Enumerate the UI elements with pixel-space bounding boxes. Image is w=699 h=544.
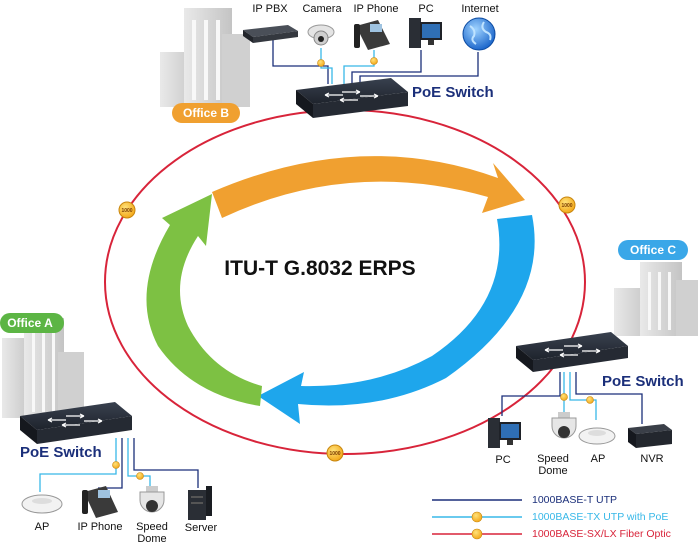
fiber-badge xyxy=(471,528,483,540)
svg-text:1000BASE-T UTP: 1000BASE-T UTP xyxy=(532,494,617,506)
poe-badge xyxy=(317,59,325,67)
nvr-icon xyxy=(628,424,672,448)
device-label: PC xyxy=(418,3,433,15)
office-c-badge: Office C xyxy=(618,240,688,260)
svg-text:1000: 1000 xyxy=(121,208,132,214)
erps-arrow-blue xyxy=(258,215,535,424)
legend-item-poe: 1000BASE-TX UTP with PoE xyxy=(432,511,668,523)
svg-text:1000BASE-TX UTP with PoE: 1000BASE-TX UTP with PoE xyxy=(532,511,668,523)
office-c-label: Office C xyxy=(630,243,676,257)
device-label: Camera xyxy=(302,3,342,15)
erps-arrow-orange xyxy=(212,156,525,218)
switch-label: PoE Switch xyxy=(412,84,494,101)
device-label: IP PBX xyxy=(252,3,288,15)
pc-icon xyxy=(409,18,442,48)
ip-pbx-icon xyxy=(243,25,298,43)
pc-icon xyxy=(488,418,521,448)
office-c-building-icon xyxy=(614,262,698,336)
office-c-cables xyxy=(501,372,643,424)
device-label: NVR xyxy=(640,453,663,465)
dome-camera-icon xyxy=(307,24,335,46)
speed-dome-icon xyxy=(551,412,577,439)
device-label: AP xyxy=(591,453,606,465)
office-a-label: Office A xyxy=(7,316,53,330)
svg-text:1000: 1000 xyxy=(329,451,340,457)
speed-dome-icon xyxy=(139,486,165,513)
office-b-label: Office B xyxy=(183,106,229,120)
fiber-badge: 1000 xyxy=(326,444,344,462)
device-label: PC xyxy=(495,454,510,466)
device-label: Server xyxy=(185,522,218,534)
access-point-icon xyxy=(21,494,63,514)
poe-badge xyxy=(471,511,483,523)
access-point-icon xyxy=(578,427,616,445)
legend: 1000BASE-T UTP 1000BASE-TX UTP with PoE … xyxy=(432,494,671,540)
poe-badge xyxy=(136,472,144,480)
device-label: IP Phone xyxy=(353,3,398,15)
office-a-building-icon xyxy=(2,318,84,418)
office-b-badge: Office B xyxy=(172,103,240,123)
poe-badge xyxy=(112,461,120,469)
poe-badge xyxy=(370,57,378,65)
device-label: IP Phone xyxy=(77,521,122,533)
ip-phone-icon xyxy=(354,20,390,50)
svg-text:1000: 1000 xyxy=(561,203,572,209)
device-label: Internet xyxy=(461,3,498,15)
switch-label: PoE Switch xyxy=(20,444,102,461)
ip-phone-icon xyxy=(82,486,118,518)
poe-badge xyxy=(586,396,594,404)
legend-item-fiber: 1000BASE-SX/LX Fiber Optic xyxy=(432,528,671,540)
erps-arrow-green xyxy=(146,194,262,406)
poe-switch-office-c[interactable] xyxy=(516,332,628,372)
poe-switch-office-b[interactable] xyxy=(296,78,408,118)
server-icon xyxy=(188,486,212,520)
switch-label: PoE Switch xyxy=(602,373,684,390)
legend-item-utp: 1000BASE-T UTP xyxy=(432,494,617,506)
device-label: AP xyxy=(35,521,50,533)
diagram-title: ITU-T G.8032 ERPS xyxy=(224,257,415,280)
globe-icon xyxy=(462,17,496,51)
poe-badge xyxy=(560,393,568,401)
fiber-badge: 1000 xyxy=(118,201,136,219)
fiber-badge: 1000 xyxy=(558,196,576,214)
svg-text:1000BASE-SX/LX Fiber Optic: 1000BASE-SX/LX Fiber Optic xyxy=(532,528,671,540)
office-b-building-icon xyxy=(160,8,250,107)
poe-switch-office-a[interactable] xyxy=(20,402,132,444)
office-a-badge: Office A xyxy=(0,313,64,333)
office-a-cables xyxy=(39,438,199,492)
